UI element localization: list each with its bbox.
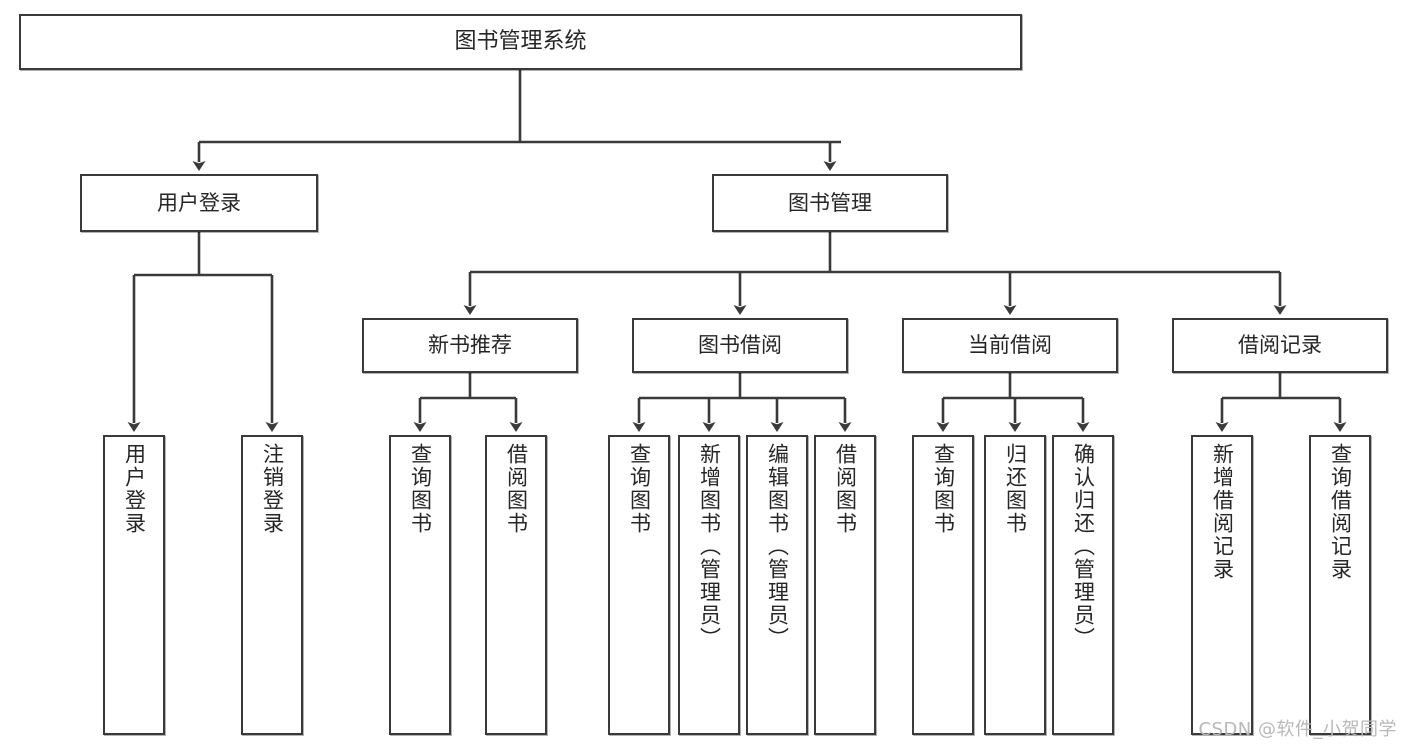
node-leaf-borrow-book-2[interactable]: 借阅图书 [814,435,876,735]
node-leaf-confirm-return-label: 确认归还（管理员） [1071,443,1096,650]
node-leaf-add-book-label: 新增图书（管理员） [697,443,722,650]
node-leaf-user-login-label: 用户登录 [122,443,147,535]
node-borrow-record-label: 借阅记录 [1238,333,1322,358]
node-leaf-add-record[interactable]: 新增借阅记录 [1191,435,1253,735]
node-leaf-edit-book[interactable]: 编辑图书（管理员） [746,435,808,735]
node-leaf-user-logout[interactable]: 注销登录 [241,435,303,735]
node-leaf-query-record[interactable]: 查询借阅记录 [1309,435,1371,735]
edges-current-borrow [936,373,1090,432]
node-leaf-borrow-book-1[interactable]: 借阅图书 [485,435,547,735]
edges-new-book-recommend [413,373,523,432]
node-leaf-query-book-1[interactable]: 查询图书 [389,435,451,735]
edges-book-manage [463,232,1287,315]
node-leaf-return-book-label: 归还图书 [1003,443,1028,535]
node-leaf-query-record-label: 查询借阅记录 [1328,443,1353,581]
node-leaf-confirm-return[interactable]: 确认归还（管理员） [1052,435,1114,735]
edges-user-login [127,232,279,432]
node-new-book-recommend-label: 新书推荐 [428,333,512,358]
node-borrow-record[interactable]: 借阅记录 [1172,318,1388,373]
node-new-book-recommend[interactable]: 新书推荐 [362,318,578,373]
node-root[interactable]: 图书管理系统 [19,14,1022,70]
watermark-text: CSDN @软件_小贺同学 [1198,719,1397,740]
node-leaf-borrow-book-1-label: 借阅图书 [504,443,529,535]
node-leaf-add-book[interactable]: 新增图书（管理员） [678,435,740,735]
node-root-label: 图书管理系统 [454,29,587,55]
node-leaf-query-book-3[interactable]: 查询图书 [912,435,974,735]
node-book-manage[interactable]: 图书管理 [712,174,948,232]
node-leaf-user-logout-label: 注销登录 [260,443,285,535]
node-book-borrow-label: 图书借阅 [698,333,782,358]
edges-borrow-record [1215,373,1347,432]
node-leaf-query-book-2-label: 查询图书 [627,443,652,535]
node-user-login-label: 用户登录 [157,190,241,215]
node-leaf-add-record-label: 新增借阅记录 [1210,443,1235,581]
edges-book-borrow [632,373,852,432]
node-leaf-borrow-book-2-label: 借阅图书 [833,443,858,535]
node-leaf-query-book-3-label: 查询图书 [931,443,956,535]
node-user-login[interactable]: 用户登录 [80,174,318,232]
node-leaf-return-book[interactable]: 归还图书 [984,435,1046,735]
node-current-borrow-label: 当前借阅 [968,333,1052,358]
node-leaf-query-book-2[interactable]: 查询图书 [608,435,670,735]
node-leaf-edit-book-label: 编辑图书（管理员） [765,443,790,650]
node-current-borrow[interactable]: 当前借阅 [902,318,1118,373]
node-book-manage-label: 图书管理 [788,190,872,215]
edges-root [192,70,841,171]
node-book-borrow[interactable]: 图书借阅 [632,318,848,373]
node-leaf-query-book-1-label: 查询图书 [408,443,433,535]
node-leaf-user-login[interactable]: 用户登录 [103,435,165,735]
